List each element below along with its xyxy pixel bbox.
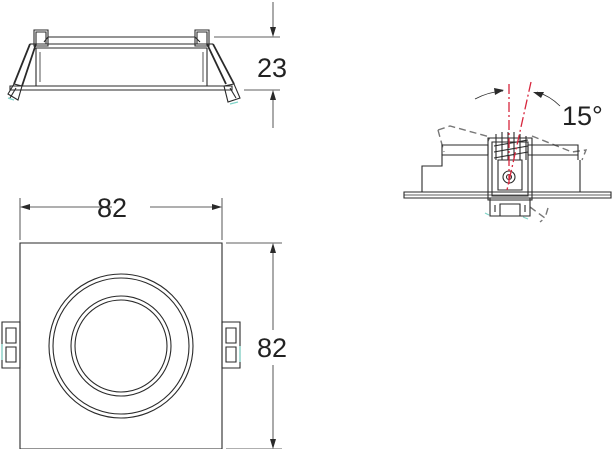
side-view: 23 <box>7 2 287 128</box>
bezel-inner-ring <box>52 277 190 415</box>
left-spring-clip <box>7 29 49 101</box>
tilt-angle-indicator: 15° <box>474 88 603 131</box>
depth-dimension-label: 82 <box>257 333 287 363</box>
tilt-angle-label: 15° <box>562 101 603 131</box>
bezel-outer-ring <box>48 273 194 419</box>
tilt-view-housing <box>403 144 612 199</box>
tilt-axes <box>506 81 532 191</box>
top-right-clip <box>221 321 241 369</box>
width-dimension-label: 82 <box>97 193 127 223</box>
height-dimension-label: 23 <box>257 53 287 83</box>
side-view-housing <box>9 36 233 91</box>
right-spring-clip <box>194 29 241 105</box>
tilt-view: 15° <box>403 81 612 223</box>
width-dimension: 82 <box>19 193 223 240</box>
lens-outer <box>70 295 172 397</box>
height-dimension: 23 <box>214 2 287 128</box>
top-left-clip <box>1 321 21 369</box>
top-view: 82 82 <box>1 193 287 449</box>
lens-inner <box>74 299 168 393</box>
square-flange <box>19 242 223 449</box>
depth-dimension: 82 <box>226 242 287 449</box>
tilted-outline <box>437 125 588 223</box>
